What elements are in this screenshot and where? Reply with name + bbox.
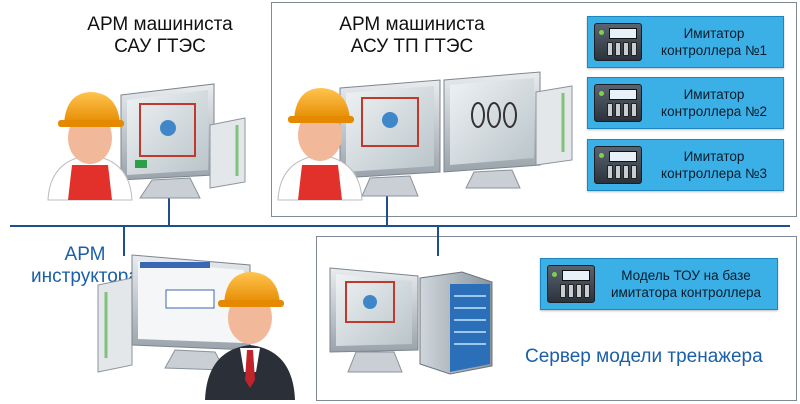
bus-drop-asu — [386, 196, 388, 226]
simulator-1-line2: контроллера №1 — [661, 43, 767, 58]
model-box-line1: Модель ТОУ на базе — [621, 268, 751, 283]
simulator-3-line2: контроллера №3 — [661, 166, 767, 181]
simulator-2-line2: контроллера №2 — [661, 104, 767, 119]
simulator-box-3: Имитатор контроллера №3 — [587, 139, 784, 191]
monitor-icon — [120, 83, 215, 199]
bus-drop-instructor — [123, 226, 125, 256]
simulator-2-line1: Имитатор — [683, 87, 745, 102]
simulator-3-text: Имитатор контроллера №3 — [646, 148, 782, 182]
arm-sau-label: АРМ машиниста САУ ГТЭС — [60, 14, 260, 58]
controller-icon — [594, 84, 642, 122]
simulator-2-text: Имитатор контроллера №2 — [646, 86, 782, 120]
monitor-icon — [339, 79, 441, 197]
monitor-icon — [329, 267, 419, 373]
controller-icon — [547, 265, 595, 303]
bus-drop-sau — [168, 196, 170, 226]
computer-case-icon — [97, 277, 133, 373]
arm-asu-line2: АСУ ТП ГТЭС — [350, 36, 474, 57]
worker-icon — [47, 92, 133, 201]
computer-case-icon — [209, 117, 246, 189]
computer-case-icon — [535, 85, 573, 166]
worker-icon — [277, 88, 363, 201]
simulator-3-line1: Имитатор — [683, 149, 745, 164]
model-box-text: Модель ТОУ на базе имитатора контроллера — [597, 267, 775, 301]
model-box-line2: имитатора контроллера — [610, 285, 762, 300]
controller-icon — [594, 146, 642, 184]
network-bus — [10, 225, 790, 227]
arm-sau-line1: АРМ машиниста — [87, 14, 233, 35]
monitor-icon — [131, 254, 251, 371]
simulator-box-2: Имитатор контроллера №2 — [587, 77, 784, 129]
arm-asu-line1: АРМ машиниста — [339, 14, 485, 35]
bus-drop-server — [437, 226, 439, 256]
instructor-icon — [205, 272, 295, 400]
server-label: Сервер модели тренажера — [525, 346, 763, 367]
arm-asu-label: АРМ машиниста АСУ ТП ГТЭС — [312, 14, 512, 58]
simulator-1-text: Имитатор контроллера №1 — [646, 25, 782, 59]
simulator-1-line1: Имитатор — [683, 26, 745, 41]
server-icon — [419, 271, 493, 375]
monitor-icon — [443, 71, 541, 189]
arm-instructor-line1: АРМ — [64, 244, 106, 265]
controller-icon — [594, 23, 642, 61]
model-box: Модель ТОУ на базе имитатора контроллера — [540, 258, 778, 310]
simulator-box-1: Имитатор контроллера №1 — [587, 16, 784, 68]
arm-sau-line2: САУ ГТЭС — [114, 36, 206, 57]
